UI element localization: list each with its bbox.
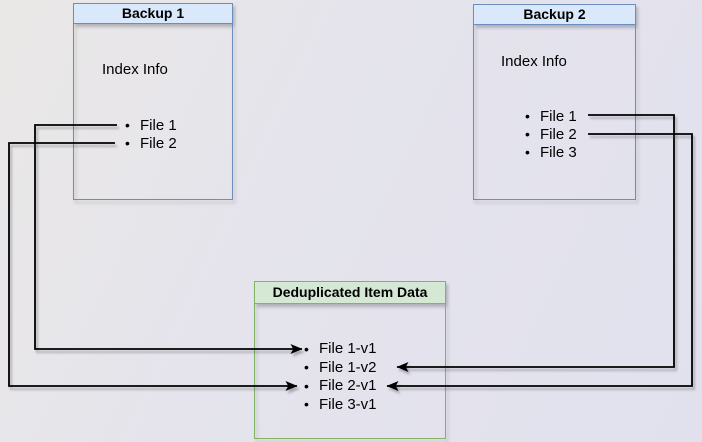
- dedup-item-list: • File 1-v1 • File 1-v2 • File 2-v1 • File 3-v1: [304, 340, 377, 414]
- file-label: File 2-v1: [319, 377, 377, 395]
- bullet-icon: •: [304, 396, 309, 413]
- file-label: File 1-v2: [319, 358, 377, 376]
- backup2-index-info-label: Index Info: [501, 53, 567, 70]
- backup1-file-list: • File 1 • File 2: [125, 116, 177, 152]
- bullet-icon: •: [125, 117, 130, 133]
- file-label: File 1-v1: [319, 340, 377, 358]
- file-label: File 2: [540, 125, 577, 143]
- deduplicated-item-data-title: Deduplicated Item Data: [255, 282, 445, 304]
- file-label: File 3-v1: [319, 395, 377, 413]
- list-item: • File 1: [525, 107, 577, 125]
- file-label: File 2: [140, 134, 177, 152]
- list-item: • File 3: [525, 143, 577, 161]
- list-item: • File 2: [125, 134, 177, 152]
- file-label: File 3: [540, 143, 577, 161]
- file-label: File 1: [140, 116, 177, 134]
- file-label: File 1: [540, 107, 577, 125]
- backup1-box: Backup 1: [73, 3, 233, 200]
- list-item: • File 3-v1: [304, 395, 377, 414]
- bullet-icon: •: [525, 126, 530, 142]
- backup2-file-list: • File 1 • File 2 • File 3: [525, 107, 577, 161]
- bullet-icon: •: [525, 144, 530, 160]
- backup2-title: Backup 2: [474, 5, 635, 25]
- list-item: • File 1: [125, 116, 177, 134]
- bullet-icon: •: [304, 359, 309, 376]
- backup1-title: Backup 1: [74, 4, 232, 24]
- list-item: • File 2-v1: [304, 377, 377, 396]
- list-item: • File 1-v2: [304, 358, 377, 377]
- list-item: • File 2: [525, 125, 577, 143]
- backup1-index-info-label: Index Info: [102, 61, 168, 78]
- backup2-box: Backup 2: [473, 4, 636, 200]
- bullet-icon: •: [125, 135, 130, 151]
- bullet-icon: •: [304, 340, 309, 357]
- bullet-icon: •: [525, 108, 530, 124]
- list-item: • File 1-v1: [304, 340, 377, 359]
- bullet-icon: •: [304, 377, 309, 394]
